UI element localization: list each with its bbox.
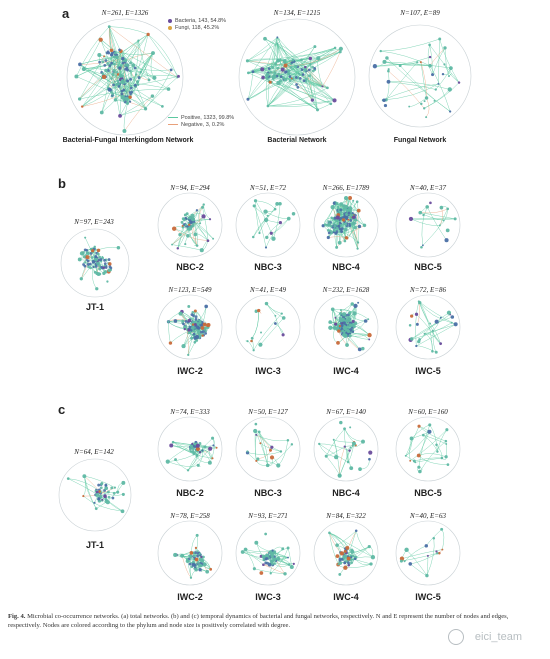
panel-c-iwc-3-label: IWC-3 bbox=[255, 592, 281, 602]
panel-a-legend-edges: Positive, 1323, 99.8% Negative, 3, 0.2% bbox=[168, 114, 234, 128]
legend-bacteria-dot bbox=[168, 18, 172, 23]
panel-c-nbc-4-stat: N=67, E=140 bbox=[326, 408, 366, 416]
panel-c-network-nbc-3 bbox=[235, 416, 301, 482]
panel-c-iwc-5-stat: N=40, E=63 bbox=[410, 512, 446, 520]
panel-b-jt1-stat: N=97, E=243 bbox=[74, 218, 114, 226]
panel-b-iwc-5-stat: N=72, E=86 bbox=[410, 286, 446, 294]
panel-b-jt1-label: JT-1 bbox=[85, 302, 105, 312]
legend-positive-text: Positive, 1323, 99.8% bbox=[181, 114, 235, 121]
panel-b-network-iwc-4 bbox=[313, 294, 379, 360]
panel-c-network-iwc-5 bbox=[395, 520, 461, 586]
panel-b-network-iwc-2 bbox=[157, 294, 223, 360]
panel-b-iwc-3-label: IWC-3 bbox=[255, 366, 281, 376]
panel-a-network-fungal bbox=[368, 24, 472, 128]
watermark-text: eici_team bbox=[474, 631, 522, 643]
panel-c-network-iwc-2 bbox=[157, 520, 223, 586]
panel-a-net3-label: Fungal Network bbox=[393, 137, 447, 144]
watermark-icon bbox=[448, 629, 464, 645]
figure-caption-text: Microbial co-occurrence networks. (a) to… bbox=[8, 613, 509, 629]
panel-c-nbc-5-stat: N=60, E=160 bbox=[408, 408, 448, 416]
panel-c-iwc-2-label: IWC-2 bbox=[177, 592, 203, 602]
panel-b-iwc-3-stat: N=41, E=49 bbox=[250, 286, 286, 294]
panel-b-iwc-4-stat: N=232, E=1628 bbox=[322, 286, 370, 294]
figure-caption-label: Fig. 4. bbox=[8, 613, 26, 620]
panel-b-network-iwc-3 bbox=[235, 294, 301, 360]
legend-positive-line bbox=[168, 116, 178, 119]
panel-c-network-jt1 bbox=[58, 458, 132, 532]
panel-b-nbc-5-stat: N=40, E=37 bbox=[410, 184, 446, 192]
panel-b-nbc-3-stat: N=51, E=72 bbox=[250, 184, 286, 192]
panel-b-nbc-4-label: NBC-4 bbox=[332, 262, 360, 272]
panel-c-nbc-5-label: NBC-5 bbox=[414, 488, 442, 498]
panel-b-network-nbc-2 bbox=[157, 192, 223, 258]
figure-caption: Fig. 4. Microbial co-occurrence networks… bbox=[8, 612, 542, 630]
panel-c-network-nbc-4 bbox=[313, 416, 379, 482]
panel-c-network-nbc-2 bbox=[157, 416, 223, 482]
panel-c-network-nbc-5 bbox=[395, 416, 461, 482]
panel-c-iwc-4-label: IWC-4 bbox=[333, 592, 359, 602]
panel-b-iwc-2-label: IWC-2 bbox=[177, 366, 203, 376]
panel-c-iwc-2-stat: N=78, E=258 bbox=[170, 512, 210, 520]
panel-b-letter: b bbox=[58, 176, 66, 191]
panel-b-network-iwc-5 bbox=[395, 294, 461, 360]
panel-c-nbc-2-stat: N=74, E=333 bbox=[170, 408, 210, 416]
panel-c-nbc-2-label: NBC-2 bbox=[176, 488, 204, 498]
legend-negative-text: Negative, 3, 0.2% bbox=[181, 121, 225, 128]
panel-c-nbc-3-label: NBC-3 bbox=[254, 488, 282, 498]
panel-a-net2-stat: N=134, E=1215 bbox=[273, 9, 321, 17]
legend-fungi-dot bbox=[168, 25, 172, 30]
panel-c-nbc-3-stat: N=50, E=127 bbox=[248, 408, 288, 416]
panel-b-nbc-5-label: NBC-5 bbox=[414, 262, 442, 272]
panel-b-nbc-2-stat: N=94, E=294 bbox=[170, 184, 210, 192]
legend-bacteria-text: Bacteria, 143, 54.8% bbox=[175, 17, 227, 24]
panel-b-nbc-2-label: NBC-2 bbox=[176, 262, 204, 272]
panel-b-network-nbc-3 bbox=[235, 192, 301, 258]
panel-b-nbc-3-label: NBC-3 bbox=[254, 262, 282, 272]
panel-c-letter: c bbox=[58, 402, 66, 417]
panel-b-iwc-2-stat: N=123, E=549 bbox=[168, 286, 212, 294]
panel-a-net1-stat: N=261, E=1326 bbox=[101, 9, 149, 17]
panel-b-network-jt1 bbox=[60, 228, 130, 298]
panel-a-net1-label: Bacterial-Fungal Interkingdom Network bbox=[62, 137, 194, 144]
panel-c-nbc-4-label: NBC-4 bbox=[332, 488, 360, 498]
panel-c-iwc-3-stat: N=93, E=271 bbox=[248, 512, 288, 520]
panel-b-network-nbc-4 bbox=[313, 192, 379, 258]
panel-c-jt1-label: JT-1 bbox=[85, 540, 105, 550]
panel-a-net2-label: Bacterial Network bbox=[267, 137, 327, 144]
panel-c-iwc-5-label: IWC-5 bbox=[415, 592, 441, 602]
legend-fungi-text: Fungi, 118, 45.2% bbox=[175, 24, 220, 31]
panel-a-legend-nodes: Bacteria, 143, 54.8% Fungi, 118, 45.2% bbox=[168, 17, 226, 31]
panel-c-network-iwc-4 bbox=[313, 520, 379, 586]
legend-negative-line bbox=[168, 123, 178, 126]
panel-a-letter: a bbox=[62, 6, 70, 21]
panel-b-iwc-4-label: IWC-4 bbox=[333, 366, 359, 376]
panel-a-network-bacterial bbox=[238, 18, 356, 136]
panel-c-network-iwc-3 bbox=[235, 520, 301, 586]
panel-a-net3-stat: N=107, E=89 bbox=[400, 9, 440, 17]
panel-b-nbc-4-stat: N=266, E=1789 bbox=[322, 184, 370, 192]
panel-c-jt1-stat: N=64, E=142 bbox=[74, 448, 114, 456]
panel-b-iwc-5-label: IWC-5 bbox=[415, 366, 441, 376]
panel-c-iwc-4-stat: N=84, E=322 bbox=[326, 512, 366, 520]
panel-a-network-interkingdom bbox=[66, 18, 184, 136]
panel-b-network-nbc-5 bbox=[395, 192, 461, 258]
